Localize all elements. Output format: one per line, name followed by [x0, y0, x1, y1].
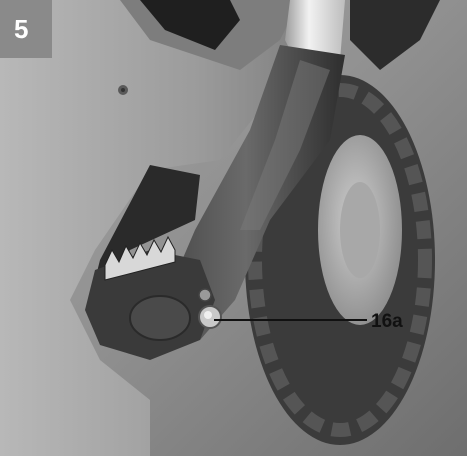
lever-teeth — [104, 235, 176, 281]
housing-slot — [140, 0, 240, 50]
housing-opening — [90, 165, 200, 300]
step-number: 5 — [14, 14, 29, 44]
wheel-tread — [248, 83, 432, 437]
lever-pivot — [129, 295, 191, 341]
mower-housing — [0, 0, 330, 456]
callout-label-16a: 16a — [371, 311, 403, 332]
handle-frame — [350, 0, 440, 70]
bolt-upper — [198, 288, 212, 302]
step-badge — [0, 0, 52, 58]
